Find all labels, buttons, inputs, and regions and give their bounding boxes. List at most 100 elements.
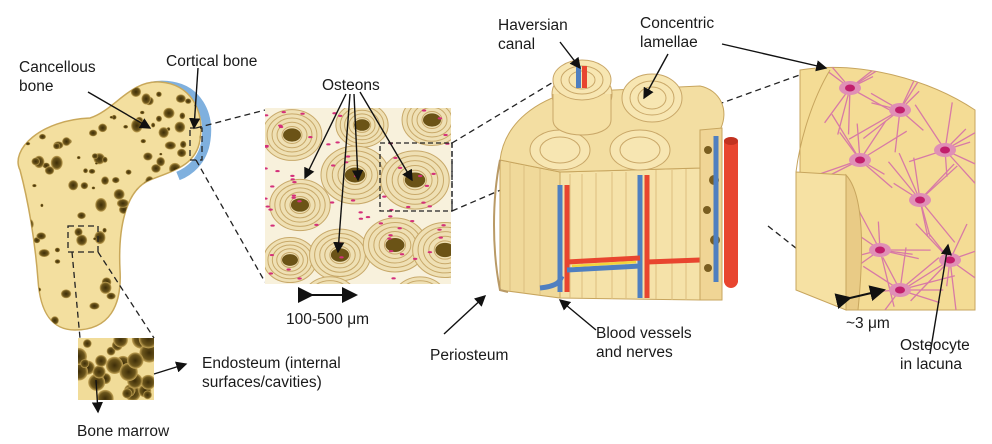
pore-mark xyxy=(126,169,132,174)
pore-mark xyxy=(141,93,150,104)
haversian-canal-mark xyxy=(423,113,441,126)
lacuna-dot xyxy=(398,167,402,169)
pore-mark xyxy=(165,296,169,300)
pore-mark xyxy=(102,228,106,233)
pore-mark xyxy=(166,194,176,205)
lacuna-dot xyxy=(422,109,426,111)
marrow-pore xyxy=(93,365,106,378)
lacuna-dot xyxy=(398,227,402,229)
pore-mark xyxy=(102,157,107,163)
marrow-pore xyxy=(139,329,158,348)
femur-illustration xyxy=(17,82,209,330)
pore-mark xyxy=(77,212,86,219)
pore-mark xyxy=(134,208,142,216)
lacuna-dot xyxy=(438,117,442,119)
osteocyte-cell xyxy=(915,197,925,204)
lacuna-dot xyxy=(358,211,362,213)
pore-mark xyxy=(156,157,165,166)
pore-mark xyxy=(153,297,157,300)
pore-mark xyxy=(167,302,178,314)
pore-mark xyxy=(51,316,59,324)
pore-mark xyxy=(186,303,192,309)
pore-mark xyxy=(181,181,186,186)
osteocyte-cell xyxy=(845,85,855,92)
pore-mark xyxy=(123,278,132,288)
pore-mark xyxy=(32,184,36,187)
lacuna-dot xyxy=(335,141,339,143)
pore-mark xyxy=(21,124,31,135)
haversian-canal-mark xyxy=(345,168,365,183)
osteocyte-cell xyxy=(875,247,885,254)
pore-mark xyxy=(130,313,135,317)
pore-mark xyxy=(128,221,138,232)
pore-mark xyxy=(92,153,98,159)
lacuna-dot xyxy=(421,202,425,204)
pore-mark xyxy=(25,268,34,278)
haversian-canal-mark xyxy=(354,119,370,130)
lamella-ring xyxy=(325,296,334,304)
pore-mark xyxy=(140,189,144,193)
lacuna-dot xyxy=(331,164,335,166)
osteocyte-cell xyxy=(895,107,905,114)
lacuna-dot xyxy=(270,224,274,226)
pore-mark xyxy=(123,125,128,129)
pore-mark xyxy=(107,293,116,300)
lacuna-dot xyxy=(413,258,417,260)
lacuna-dot xyxy=(300,113,304,115)
pore-mark xyxy=(167,184,178,196)
pore-mark xyxy=(61,289,71,298)
lacuna-dot xyxy=(428,251,432,253)
pore-mark xyxy=(167,277,177,289)
pore-mark xyxy=(77,156,81,159)
pore-mark xyxy=(131,293,142,302)
pore-mark xyxy=(175,122,186,133)
pore-mark xyxy=(110,94,114,99)
pore-mark xyxy=(45,166,54,174)
pore-mark xyxy=(55,248,60,253)
label-bone-marrow: Bone marrow xyxy=(77,422,169,441)
lacuna-dot xyxy=(428,205,432,207)
lacuna-dot xyxy=(388,234,392,236)
pore-mark xyxy=(159,127,169,138)
lacuna-dot xyxy=(346,155,350,157)
pore-mark xyxy=(146,261,154,267)
pore-mark xyxy=(36,232,46,239)
label-osteocyte: Osteocytein lacuna xyxy=(900,336,970,374)
pore-mark xyxy=(163,108,174,119)
lacuna-dot xyxy=(282,111,286,113)
pore-mark xyxy=(130,259,141,270)
pore-mark xyxy=(141,139,146,143)
lacuna-dot xyxy=(308,136,312,138)
pore-mark xyxy=(94,231,105,244)
pore-mark xyxy=(94,107,99,113)
pore-mark xyxy=(152,213,158,219)
marrow-inset xyxy=(70,329,159,407)
osteocyte-cell xyxy=(940,147,950,154)
osteon-cross-section xyxy=(262,95,477,324)
lacuna-dot xyxy=(275,170,279,172)
marrow-pore xyxy=(80,359,89,368)
pore-mark xyxy=(156,91,162,97)
marrow-pore xyxy=(141,375,156,390)
lacuna-dot xyxy=(338,115,342,117)
pore-mark xyxy=(176,94,186,103)
pore-mark xyxy=(112,177,119,183)
pore-mark xyxy=(158,314,167,323)
pore-mark xyxy=(39,249,50,257)
marrow-pore xyxy=(97,390,114,407)
label-blood-vessels-nerves: Blood vesselsand nerves xyxy=(596,324,692,362)
pore-mark xyxy=(26,233,31,238)
pore-mark xyxy=(40,204,43,208)
pore-mark xyxy=(147,271,153,276)
pore-mark xyxy=(149,302,160,311)
lacuna-dot xyxy=(400,253,404,255)
lacuna-dot xyxy=(387,238,391,240)
pore-mark xyxy=(89,130,97,137)
haversian-canal-mark xyxy=(283,128,301,141)
pore-mark xyxy=(182,192,193,203)
pore-mark xyxy=(136,188,144,195)
pore-mark xyxy=(92,186,96,189)
lacuna-dot xyxy=(439,237,443,239)
pore-mark xyxy=(177,149,186,157)
pore-mark xyxy=(178,295,189,308)
